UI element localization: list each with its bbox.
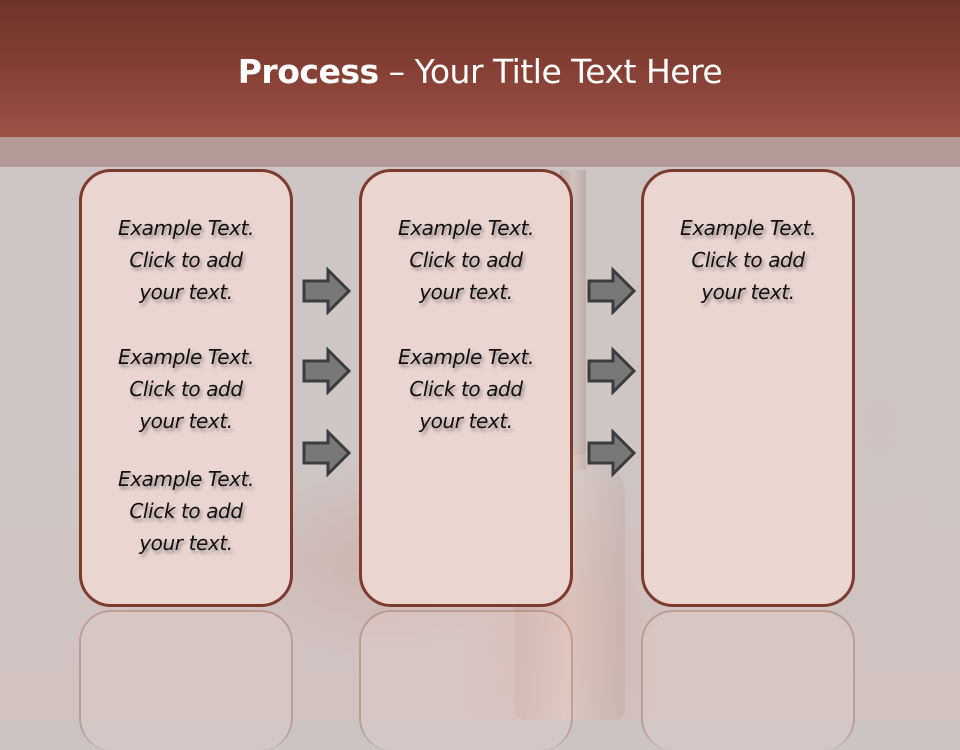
text-line: Example Text. <box>679 216 816 240</box>
right-arrow-icon <box>302 429 352 477</box>
text-line: Click to add <box>129 499 243 523</box>
right-arrow-icon <box>302 347 352 395</box>
text-placeholder[interactable]: Example Text. Click to add your text. <box>82 463 290 559</box>
text-placeholder[interactable]: Example Text. Click to add your text. <box>82 212 290 308</box>
title-bold: Process <box>237 52 379 91</box>
text-line: your text. <box>701 280 795 304</box>
process-box-1[interactable]: Example Text. Click to add your text. Ex… <box>79 169 293 607</box>
header-band <box>0 137 960 167</box>
text-line: Example Text. <box>117 467 254 491</box>
text-placeholder[interactable]: Example Text. Click to add your text. <box>362 341 570 437</box>
text-line: Click to add <box>129 248 243 272</box>
text-line: your text. <box>419 409 513 433</box>
text-line: Click to add <box>129 377 243 401</box>
right-arrow-icon <box>587 429 637 477</box>
text-line: Click to add <box>409 248 523 272</box>
process-box-3[interactable]: Example Text. Click to add your text. <box>641 169 855 607</box>
slide-title[interactable]: Process – Your Title Text Here <box>0 52 960 91</box>
text-line: Example Text. <box>117 345 254 369</box>
title-bar: Process – Your Title Text Here <box>0 0 960 137</box>
right-arrow-icon <box>587 347 637 395</box>
text-line: Example Text. <box>397 345 534 369</box>
text-placeholder[interactable]: Example Text. Click to add your text. <box>644 212 852 308</box>
text-line: your text. <box>139 531 233 555</box>
text-line: Example Text. <box>397 216 534 240</box>
text-line: your text. <box>419 280 513 304</box>
text-line: Click to add <box>691 248 805 272</box>
text-line: Click to add <box>409 377 523 401</box>
text-placeholder[interactable]: Example Text. Click to add your text. <box>82 341 290 437</box>
text-line: your text. <box>139 280 233 304</box>
text-placeholder[interactable]: Example Text. Click to add your text. <box>362 212 570 308</box>
text-line: your text. <box>139 409 233 433</box>
process-box-3-reflection <box>641 610 855 750</box>
process-box-2-reflection <box>359 610 573 750</box>
text-line: Example Text. <box>117 216 254 240</box>
process-box-2[interactable]: Example Text. Click to add your text. Ex… <box>359 169 573 607</box>
right-arrow-icon <box>587 267 637 315</box>
title-rest: – Your Title Text Here <box>378 52 723 91</box>
right-arrow-icon <box>302 267 352 315</box>
process-box-1-reflection <box>79 610 293 750</box>
